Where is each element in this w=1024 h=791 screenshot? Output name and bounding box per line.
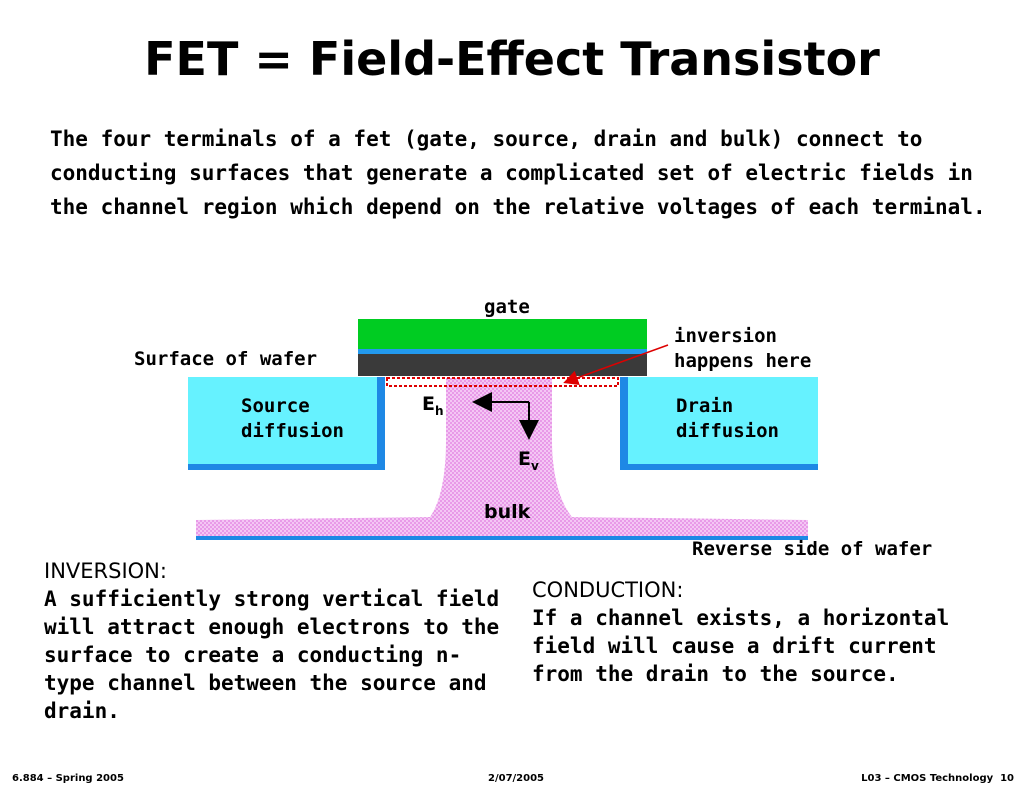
footer-left: 6.884 – Spring 2005 bbox=[12, 773, 124, 784]
vertical-field-label: Ev bbox=[518, 448, 539, 473]
inversion-label-line1: inversion bbox=[674, 325, 777, 347]
bulk-label: bulk bbox=[484, 501, 531, 523]
gate-oxide-line bbox=[358, 349, 647, 354]
inversion-pointer-arrow bbox=[563, 344, 669, 385]
drain-diffusion-label-line2: diffusion bbox=[676, 420, 779, 442]
reverse-side-label: Reverse side of wafer bbox=[692, 538, 933, 560]
drain-diffusion bbox=[620, 377, 818, 470]
inversion-heading: INVERSION: bbox=[44, 559, 167, 583]
conduction-explanation: CONDUCTION: If a channel exists, a horiz… bbox=[532, 576, 952, 688]
footer-center: 2/07/2005 bbox=[488, 773, 545, 784]
horizontal-field-label: Eh bbox=[422, 393, 444, 418]
surface-of-wafer-label: Surface of wafer bbox=[134, 348, 318, 370]
conduction-body: If a channel exists, a horizontal field … bbox=[532, 606, 950, 686]
bulk-region bbox=[196, 378, 808, 536]
inversion-explanation: INVERSION: A sufficiently strong vertica… bbox=[44, 557, 504, 725]
inversion-label-line2: happens here bbox=[674, 350, 812, 372]
conduction-heading: CONDUCTION: bbox=[532, 578, 684, 602]
drain-diffusion-label-line1: Drain bbox=[676, 395, 734, 417]
gate-electrode bbox=[358, 319, 647, 349]
inversion-channel bbox=[386, 377, 619, 387]
intro-paragraph: The four terminals of a fet (gate, sourc… bbox=[50, 127, 986, 219]
slide-title: FET = Field-Effect Transistor bbox=[144, 32, 880, 86]
inversion-body: A sufficiently strong vertical field wil… bbox=[44, 587, 500, 723]
gate-label: gate bbox=[484, 296, 530, 318]
source-diffusion-label-line1: Source bbox=[241, 395, 310, 417]
source-diffusion bbox=[188, 377, 385, 470]
source-diffusion-label-line2: diffusion bbox=[241, 420, 344, 442]
gate-poly bbox=[358, 354, 647, 376]
footer-right: L03 – CMOS Technology 10 bbox=[861, 773, 1014, 784]
wafer-bottom-line bbox=[196, 536, 808, 540]
